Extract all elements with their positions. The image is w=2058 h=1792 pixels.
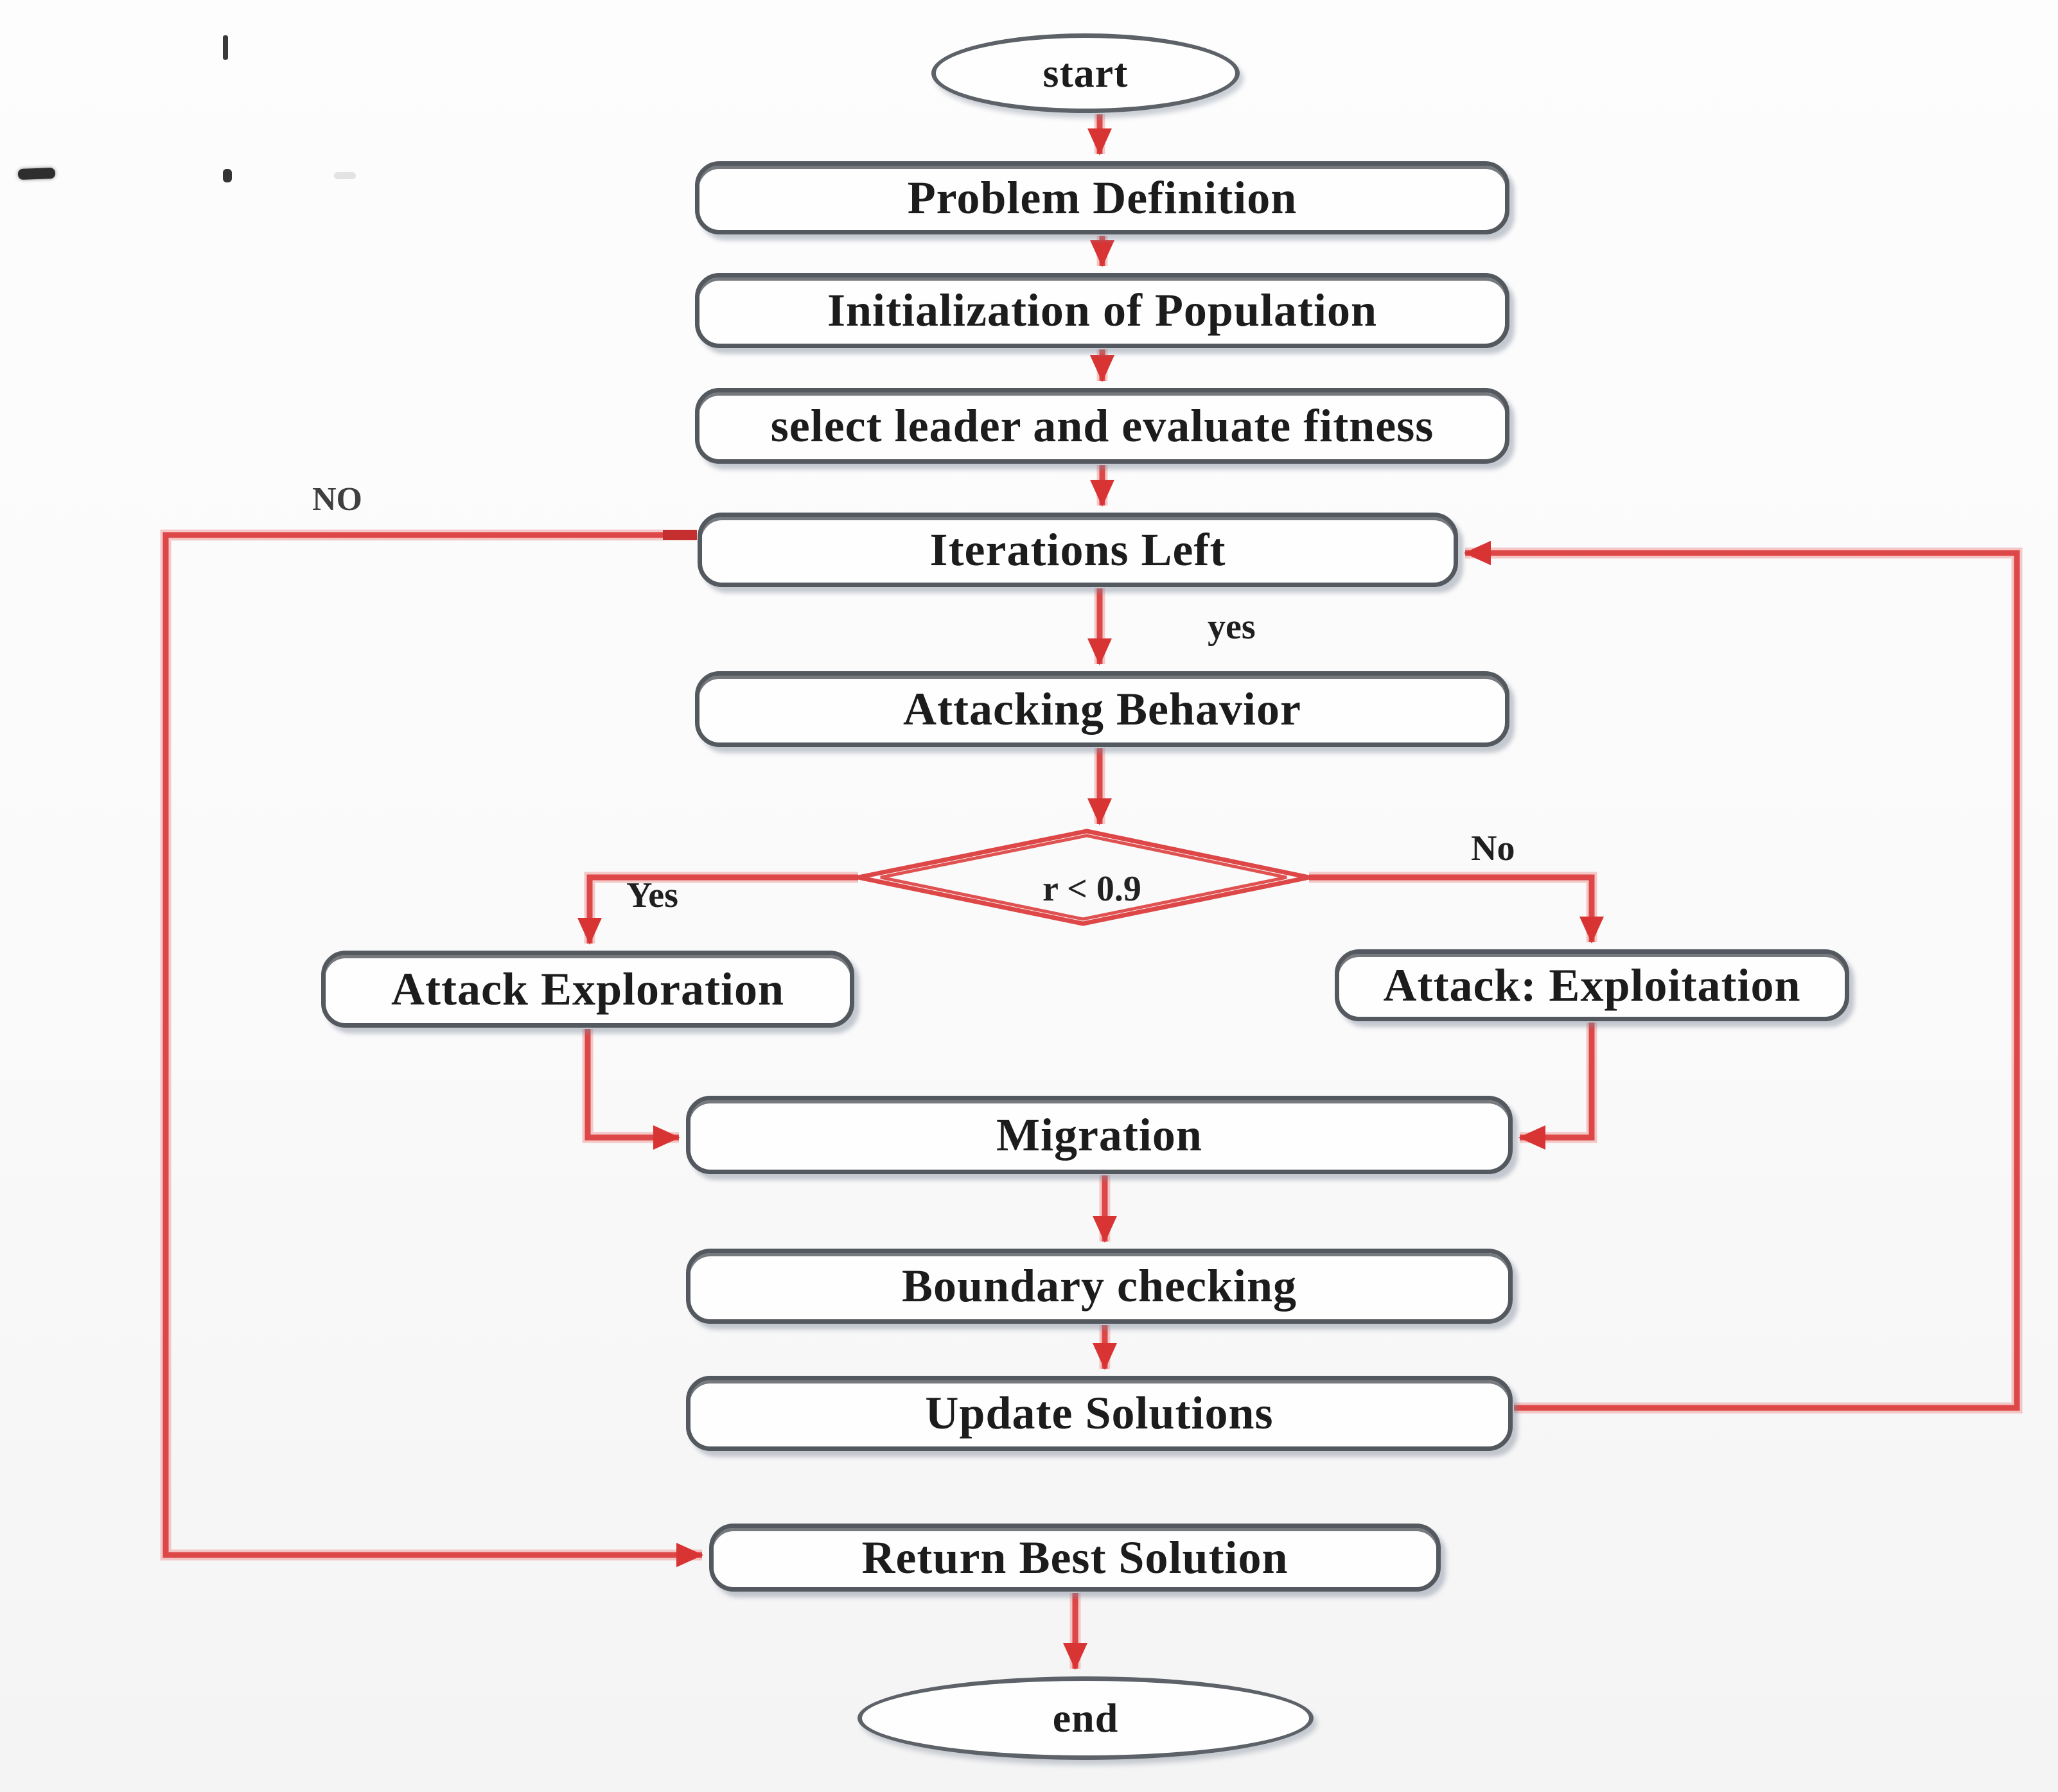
edge-iterations-no-to-return — [163, 532, 703, 1567]
edge-label-iterations-no: NO — [312, 481, 362, 518]
node-start: start — [931, 33, 1240, 113]
edge-label-iterations-yes: yes — [1208, 607, 1256, 647]
edge-label-decision-no: No — [1471, 829, 1515, 868]
decision-diamond — [858, 829, 1310, 926]
scan-artifact-smudge — [334, 172, 356, 179]
node-end: end — [858, 1676, 1314, 1760]
node-migration-label: Migration — [996, 1109, 1202, 1161]
node-boundary-checking: Boundary checking — [686, 1249, 1513, 1324]
node-select-leader-label: select leader and evaluate fitness — [770, 400, 1434, 452]
scan-artifact-tick — [223, 35, 228, 60]
node-end-label: end — [1052, 1695, 1119, 1741]
node-iterations-left-label: Iterations Left — [929, 523, 1226, 575]
node-select-leader: select leader and evaluate fitness — [695, 388, 1509, 464]
node-initialization-label: Initialization of Population — [827, 285, 1378, 336]
edge-decision-no — [1309, 874, 1604, 944]
node-return-best-solution-label: Return Best Solution — [861, 1531, 1288, 1583]
node-attack-exploration: Attack Exploration — [321, 951, 854, 1028]
edge-label-decision-yes: Yes — [626, 875, 678, 915]
node-attack-exploitation: Attack: Exploitation — [1335, 949, 1849, 1021]
node-update-solutions: Update Solutions — [686, 1376, 1513, 1451]
node-decision-label: r < 0.9 — [1042, 869, 1141, 909]
edge-exploitation-to-migration — [1518, 1023, 1595, 1150]
node-attack-exploration-label: Attack Exploration — [391, 963, 784, 1015]
node-problem-definition-label: Problem Definition — [907, 171, 1297, 224]
edge-update-loop-to-iterations — [1464, 541, 2020, 1411]
node-return-best-solution: Return Best Solution — [709, 1524, 1441, 1592]
edge-decision-yes — [577, 874, 858, 945]
node-attack-exploitation-label: Attack: Exploitation — [1383, 959, 1801, 1011]
node-boundary-checking-label: Boundary checking — [901, 1260, 1297, 1312]
node-migration: Migration — [686, 1096, 1513, 1174]
node-attacking-behavior-label: Attacking Behavior — [903, 683, 1301, 735]
node-update-solutions-label: Update Solutions — [925, 1387, 1274, 1439]
node-problem-definition: Problem Definition — [695, 161, 1509, 234]
arrows — [163, 114, 2020, 1670]
node-iterations-left: Iterations Left — [698, 513, 1458, 587]
edge-exploration-to-migration — [585, 1029, 680, 1150]
node-start-label: start — [1042, 50, 1129, 96]
node-initialization: Initialization of Population — [695, 273, 1509, 348]
scan-artifact-dot — [223, 169, 232, 182]
node-attacking-behavior: Attacking Behavior — [695, 671, 1509, 747]
